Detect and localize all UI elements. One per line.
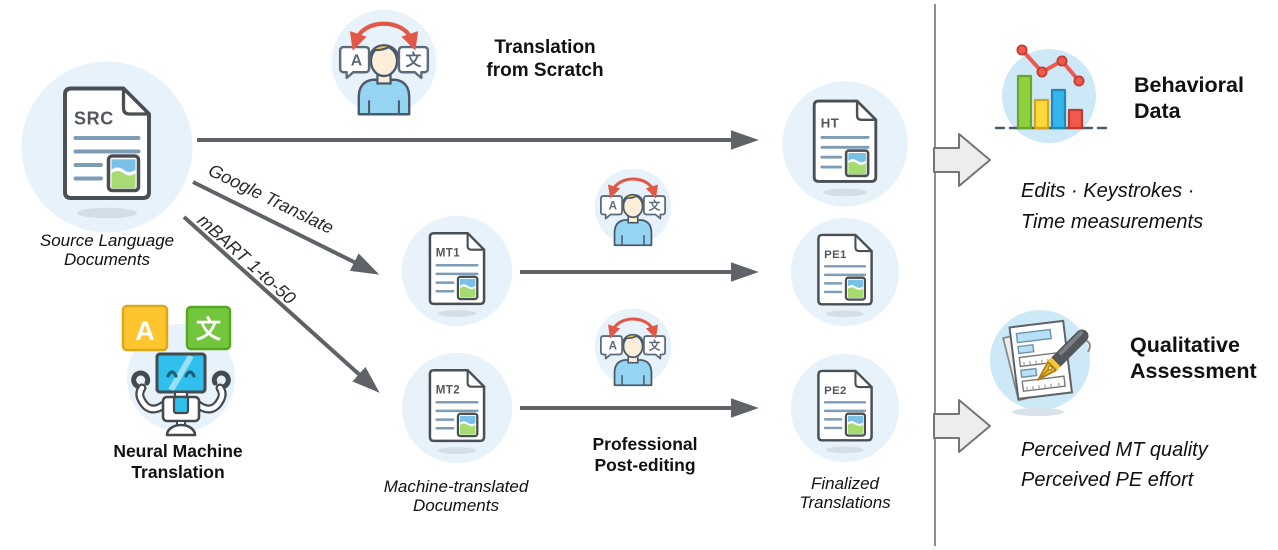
professional-post-editing-label: Professional Post-editing: [592, 434, 698, 475]
behavioral-data-title: Behavioral Data: [1134, 73, 1244, 123]
behavioral-data-chart-icon: [992, 40, 1118, 144]
qualitative-assessment-title: Qualitative Assessment: [1130, 333, 1257, 383]
machine-translated-caption: Machine-translated Documents: [383, 477, 529, 515]
ht-doc-title: HT: [821, 116, 839, 131]
behavioral-data-desc: Edits · Keystrokes · Time measurements: [1021, 180, 1204, 233]
qualitative-assessment-desc: Perceived MT quality Perceived PE effort: [1021, 439, 1208, 491]
mt1-doc-title: MT1: [436, 247, 461, 260]
ht-document-node: HT: [779, 78, 911, 210]
pe2-doc-title: PE2: [824, 385, 847, 397]
src-caption: Source Language Documents: [39, 231, 175, 269]
pe2-document-node: PE2: [788, 351, 902, 465]
post-editor-icon-1: [592, 166, 674, 248]
arrow-src-to-mt1: [192, 180, 380, 275]
translator-scratch-icon: [328, 6, 440, 118]
src-doc-title: SRC: [74, 109, 114, 129]
mt2-doc-title: MT2: [436, 384, 460, 397]
translation-from-scratch-label: Translation from Scratch: [486, 37, 604, 81]
nmt-robot-icon: [111, 298, 251, 438]
qualitative-assessment-icon: [982, 300, 1102, 422]
src-document-node: SRC: [17, 57, 197, 237]
neural-machine-translation-label: Neural Machine Translation: [113, 441, 243, 482]
finalized-translations-caption: Finalized Translations: [799, 474, 891, 512]
arrow-src-to-mt2: [182, 215, 380, 393]
mt1-document-node: MT1: [399, 213, 515, 329]
section-divider: [934, 4, 936, 546]
pe1-doc-title: PE1: [824, 249, 847, 261]
post-editor-icon-2: [592, 306, 674, 388]
pe1-document-node: PE1: [788, 215, 902, 329]
mt2-document-node: MT2: [399, 350, 515, 466]
block-arrow-behavioral: [933, 131, 993, 189]
